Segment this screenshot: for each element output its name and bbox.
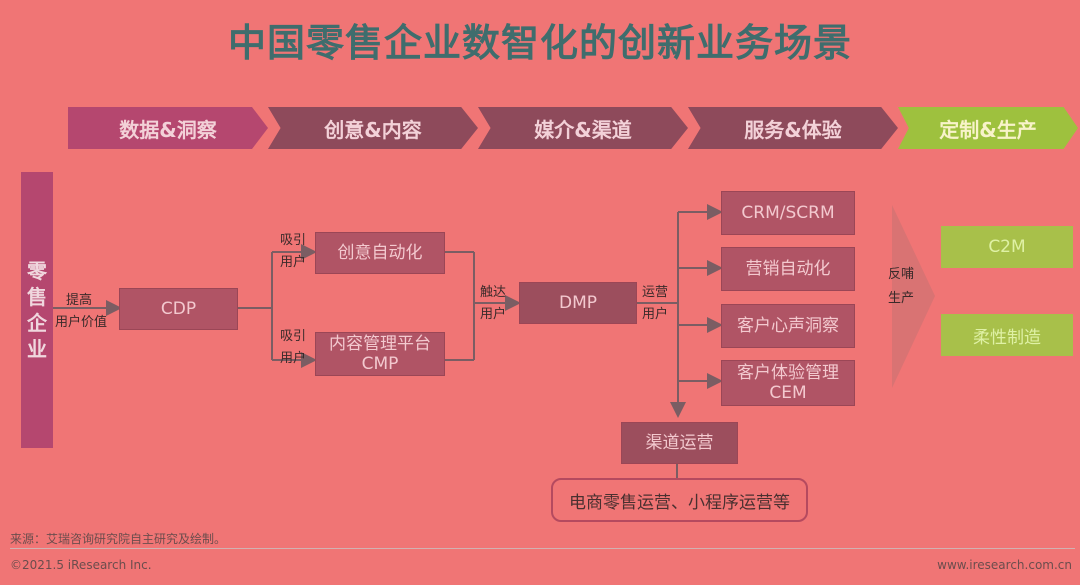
cem-box: 客户体验管理 CEM <box>721 360 855 406</box>
marketing-automation-box: 营销自动化 <box>721 247 855 291</box>
retail-enterprise-label: 零 售 企 业 <box>21 172 53 448</box>
source-note: 来源：艾瑞咨询研究院自主研究及绘制。 <box>10 532 227 546</box>
cem-box-line-2: CEM <box>769 383 807 403</box>
feedback-chevron <box>892 205 935 388</box>
flex-mfg-box: 柔性制造 <box>941 314 1073 356</box>
cmp-box-line-1: 内容管理平台 <box>329 334 431 354</box>
crm-box: CRM/SCRM <box>721 191 855 235</box>
creative-automation-box: 创意自动化 <box>315 232 445 274</box>
side-char: 零 <box>27 259 47 283</box>
side-char: 业 <box>27 337 47 361</box>
copyright: ©2021.5 iResearch Inc. <box>10 558 152 572</box>
attract-top-label-1: 吸引 <box>280 233 307 248</box>
cdp-left-label-2: 用户价值 <box>55 315 108 330</box>
attract-top-label-2: 用户 <box>280 255 307 270</box>
operate-label-2: 用户 <box>642 307 669 322</box>
reach-label-1: 触达 <box>480 285 507 300</box>
feedback-label-2: 生产 <box>888 291 915 306</box>
cdp-box: CDP <box>119 288 238 330</box>
cmp-box-line-2: CMP <box>361 354 399 374</box>
attract-bottom-label-2: 用户 <box>280 351 307 366</box>
cdp-left-label-1: 提高 <box>66 293 93 308</box>
attract-bottom-label-1: 吸引 <box>280 329 307 344</box>
operate-label-1: 运营 <box>642 285 669 300</box>
footer-divider <box>10 548 1075 549</box>
side-char: 企 <box>27 311 47 335</box>
stage-bar: 数据&洞察 创意&内容 媒介&渠道 服务&体验 定制&生产 <box>68 107 1078 149</box>
side-char: 售 <box>27 285 47 309</box>
stage-creative-content: 创意&内容 <box>268 107 478 149</box>
feedback-label-1: 反哺 <box>888 267 915 282</box>
cem-box-line-1: 客户体验管理 <box>737 363 839 383</box>
reach-label-2: 用户 <box>480 307 507 322</box>
customer-voice-box: 客户心声洞察 <box>721 304 855 348</box>
stage-media-channel: 媒介&渠道 <box>478 107 688 149</box>
page-title: 中国零售企业数智化的创新业务场景 <box>227 21 852 65</box>
c2m-box: C2M <box>941 226 1073 268</box>
stage-custom-production: 定制&生产 <box>898 107 1078 149</box>
site-url: www.iresearch.com.cn <box>937 558 1072 572</box>
stage-data-insight: 数据&洞察 <box>68 107 268 149</box>
channel-ops-box: 渠道运营 <box>621 422 738 464</box>
stage-service-experience: 服务&体验 <box>688 107 898 149</box>
ecom-ops-box: 电商零售运营、小程序运营等 <box>551 478 808 522</box>
cmp-box: 内容管理平台 CMP <box>315 332 445 376</box>
dmp-box: DMP <box>519 282 637 324</box>
